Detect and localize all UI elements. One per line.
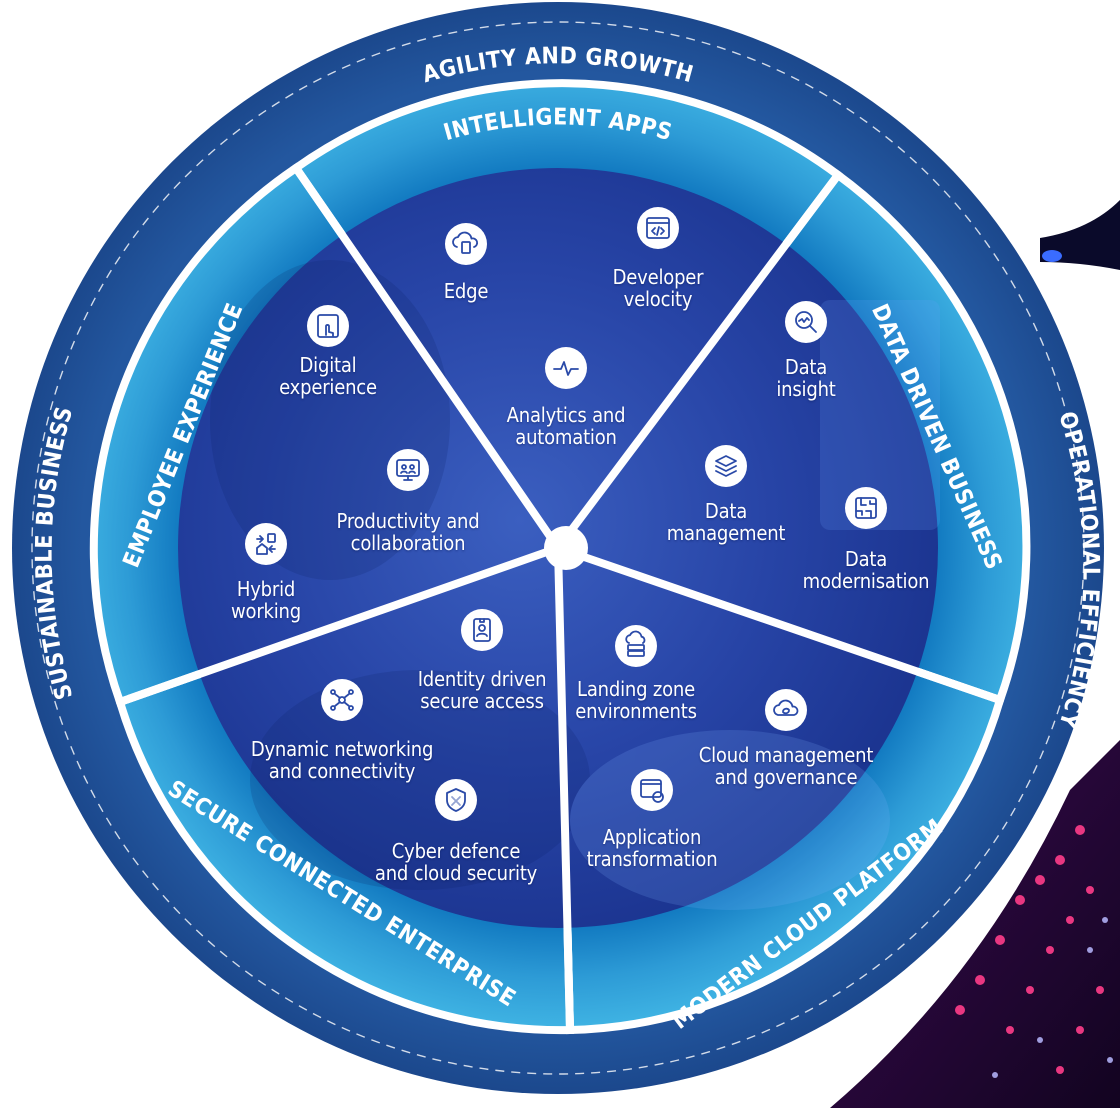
- hub: [544, 526, 588, 570]
- circuit-icon: [845, 487, 887, 529]
- network-nodes-icon: [321, 679, 363, 721]
- item-label-data-insight: Data insight: [776, 355, 836, 401]
- item-label-developer-velocity: Developer velocity: [612, 265, 704, 311]
- item-label-landing-zone: Landing zone environments: [575, 677, 697, 723]
- background-decor: [830, 200, 1120, 1108]
- item-label-data-modernisation: Data modernisation: [802, 547, 930, 593]
- shield-icon: [435, 779, 477, 821]
- cloud-device-icon: [445, 223, 487, 265]
- outer-dashed-line: [31, 21, 1085, 1075]
- divider-lines: [116, 164, 1004, 1034]
- item-label-dynamic-networking: Dynamic networking and connectivity: [250, 737, 434, 783]
- code-window-icon: [637, 207, 679, 249]
- item-label-data-management: Data management: [666, 499, 786, 545]
- item-label-app-transformation: Application transformation: [586, 825, 718, 871]
- video-meeting-icon: [387, 449, 429, 491]
- item-label-productivity: Productivity and collaboration: [336, 509, 480, 555]
- item-label-identity-access: Identity driven secure access: [417, 667, 547, 713]
- layers-icon: [705, 445, 747, 487]
- window-sync-icon: [631, 769, 673, 811]
- item-label-digital-experience: Digital experience: [279, 353, 377, 399]
- item-label-cyber-defence: Cyber defence and cloud security: [374, 839, 538, 885]
- item-label-analytics-automation: Analytics and automation: [506, 403, 626, 449]
- cloud-server-icon: [615, 625, 657, 667]
- home-office-icon: [245, 523, 287, 565]
- id-badge-icon: [461, 609, 503, 651]
- cloud-sync-icon: [765, 689, 807, 731]
- pulse-icon: [545, 347, 587, 389]
- magnifier-chart-icon: [785, 301, 827, 343]
- item-label-hybrid-working: Hybrid working: [231, 577, 301, 623]
- item-label-edge: Edge: [443, 279, 489, 303]
- item-label-cloud-management: Cloud management and governance: [698, 743, 874, 789]
- touch-tablet-icon: [307, 305, 349, 347]
